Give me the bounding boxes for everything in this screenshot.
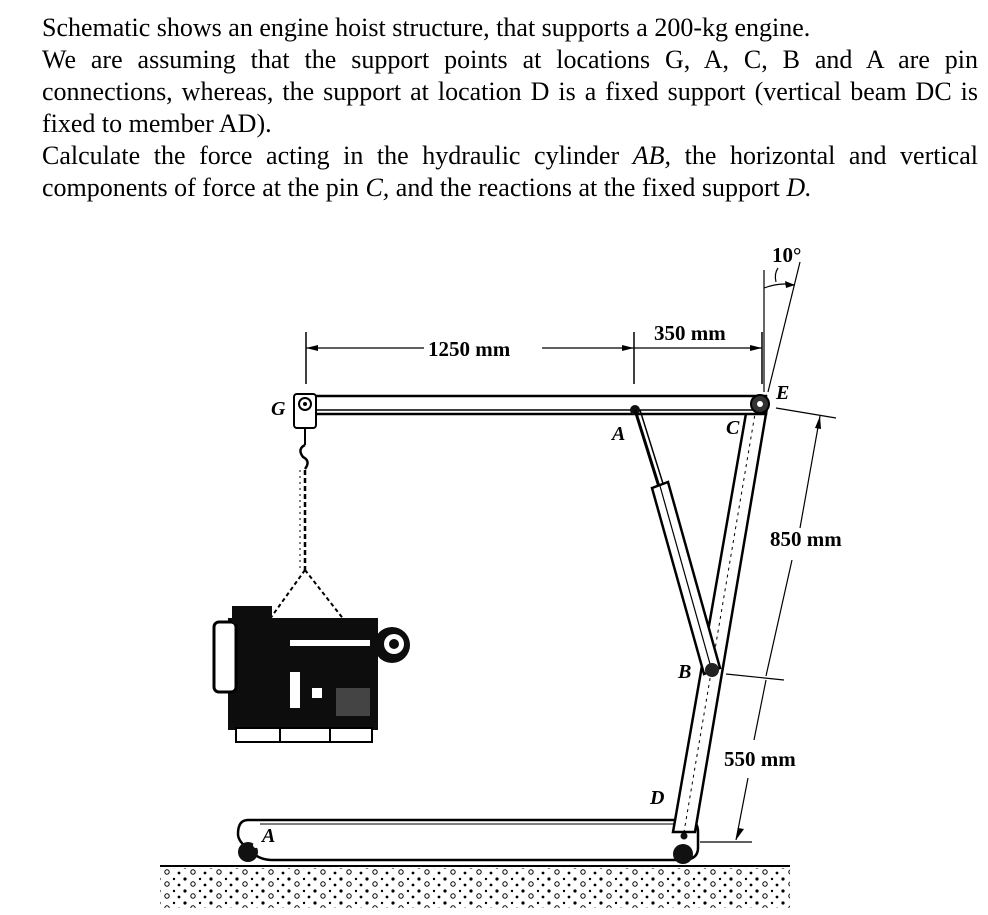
label-e: E — [775, 382, 789, 404]
dimension-550 — [700, 673, 785, 843]
dimension-850 — [765, 407, 837, 677]
ground — [160, 865, 790, 908]
dimension-1250 — [305, 332, 635, 384]
problem-text-ab: AB, — [632, 141, 672, 170]
label-g: G — [271, 398, 286, 420]
label-b: B — [677, 661, 691, 683]
dimension-550-label: 550 mm — [724, 747, 796, 771]
problem-line-3: Calculate the force acting in the hydrau… — [42, 140, 978, 204]
label-c: C — [726, 417, 740, 439]
angle-indicator — [763, 261, 801, 393]
lifting-chain — [261, 428, 353, 631]
label-a-bottom: A — [260, 825, 275, 847]
problem-text-b: the horizontal and vertical components o… — [42, 141, 978, 202]
hydraulic-cylinder-ab — [633, 409, 722, 677]
problem-statement: Schematic shows an engine hoist structur… — [42, 12, 978, 204]
angle-label: 10° — [772, 243, 801, 267]
label-a-top: A — [610, 423, 625, 445]
problem-text-d: and the reactions at the fixed support — [389, 173, 787, 202]
problem-text-a: Calculate the force acting in the hydrau… — [42, 141, 633, 170]
problem-text-c: C, — [365, 173, 390, 202]
base-member-ad — [236, 818, 700, 864]
dimension-850-label: 850 mm — [770, 527, 842, 551]
boom-ge — [293, 393, 770, 429]
wheel-left-icon — [238, 842, 258, 862]
wheel-right-icon — [673, 844, 693, 864]
problem-line-2: We are assuming that the support points … — [42, 45, 978, 138]
dimension-1250-label: 1250 mm — [428, 337, 511, 361]
engine — [212, 606, 410, 743]
problem-text-dd: D. — [786, 173, 812, 202]
problem-line-1: Schematic shows an engine hoist structur… — [42, 13, 811, 42]
label-d: D — [649, 787, 664, 809]
dimension-350-label: 350 mm — [654, 321, 726, 345]
dimension-350 — [634, 332, 763, 384]
